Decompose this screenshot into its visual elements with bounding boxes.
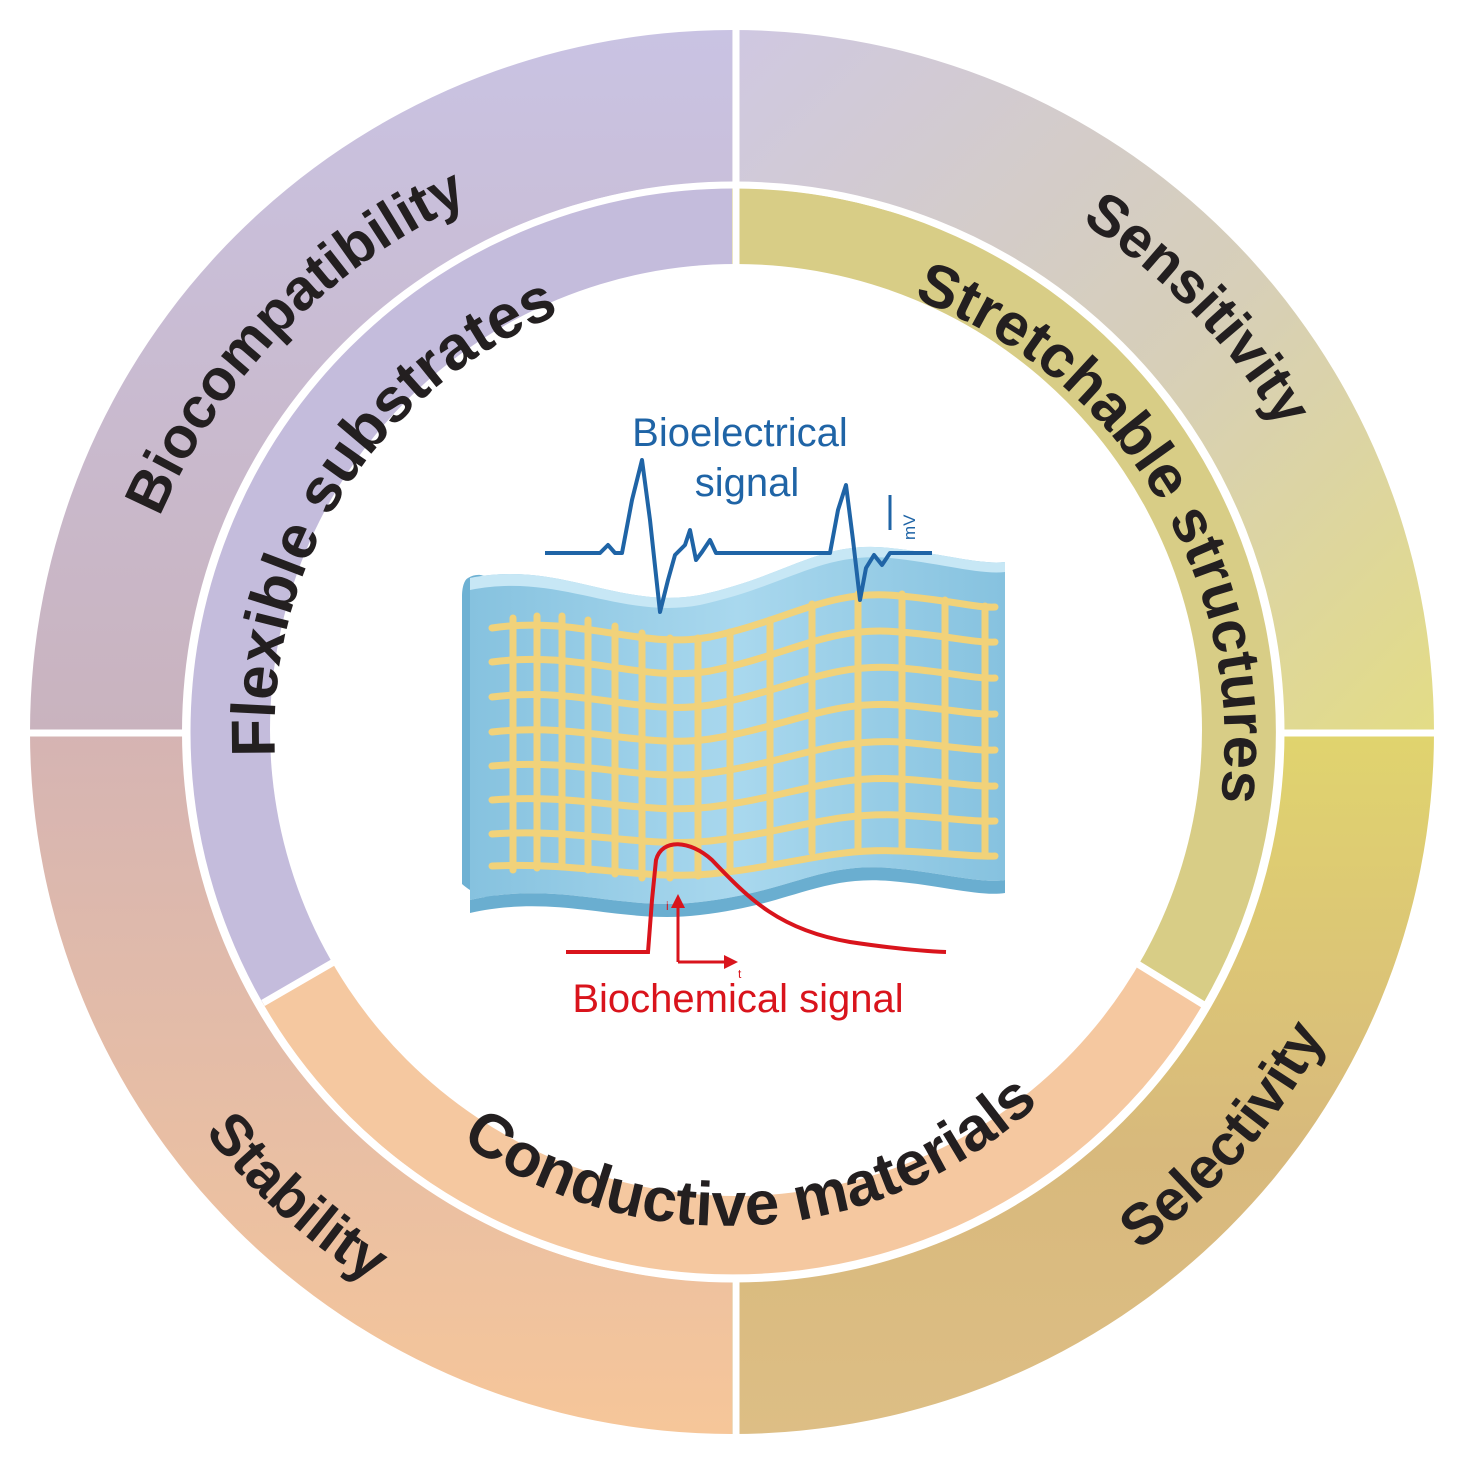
outer-segment-bottom-right xyxy=(732,732,1434,1434)
biochemical-waveform xyxy=(566,842,947,954)
axis-label-i: i xyxy=(666,899,669,913)
bioelectrical-label-line2: signal xyxy=(695,461,800,505)
bioelectrical-waveform xyxy=(545,458,932,614)
outer-segment-bottom-left xyxy=(30,732,732,1434)
biochemical-label: Biochemical signal xyxy=(572,977,903,1021)
axis-label-t: t xyxy=(738,967,742,981)
outer-segment-top-left xyxy=(30,30,732,732)
conductive-mesh xyxy=(488,590,999,882)
separators xyxy=(22,22,1444,1444)
scale-unit: mV xyxy=(900,514,919,540)
outer-ring xyxy=(30,30,1434,1434)
outer-segment-top-right xyxy=(732,30,1434,732)
bioelectrical-label-line1: Bioelectrical xyxy=(632,411,848,455)
i-t-axes xyxy=(671,894,738,969)
